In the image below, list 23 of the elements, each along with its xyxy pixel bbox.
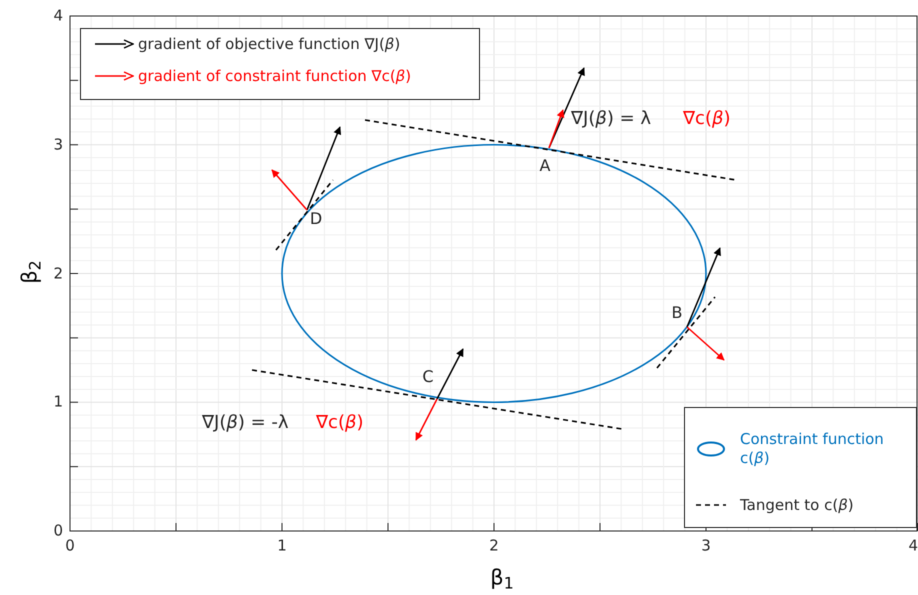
legend-text: Constraint function c(β) <box>740 430 885 468</box>
legend-text: gradient of objective function ∇J(β) <box>138 34 400 55</box>
tick-label: 0 <box>65 538 75 554</box>
point-label: B <box>672 305 682 321</box>
legend-text: Tangent to c(β) <box>740 494 854 516</box>
tick-label: 3 <box>53 137 63 152</box>
tick-label: 4 <box>908 538 918 554</box>
tick-label: 2 <box>53 266 63 281</box>
tick-label: 3 <box>701 538 711 554</box>
tick-label: 1 <box>277 538 287 554</box>
point-label: D <box>310 211 322 227</box>
equation-text: ∇c(β) <box>683 110 730 128</box>
point-label: C <box>422 369 434 385</box>
tick-label: 4 <box>53 8 63 24</box>
tick-label: 1 <box>53 394 63 410</box>
equation-text: ∇J(β) = λ <box>571 110 652 128</box>
tick-label: 2 <box>489 538 499 554</box>
point-label: A <box>540 158 550 174</box>
legend-text: gradient of constraint function ∇c(β) <box>138 66 412 87</box>
equation-text: ∇c(β) <box>316 414 364 432</box>
axis-title: β$_{1}$ <box>490 568 514 588</box>
tick-label: 0 <box>53 524 63 538</box>
equation-text: ∇J(β) = -λ <box>202 414 289 432</box>
